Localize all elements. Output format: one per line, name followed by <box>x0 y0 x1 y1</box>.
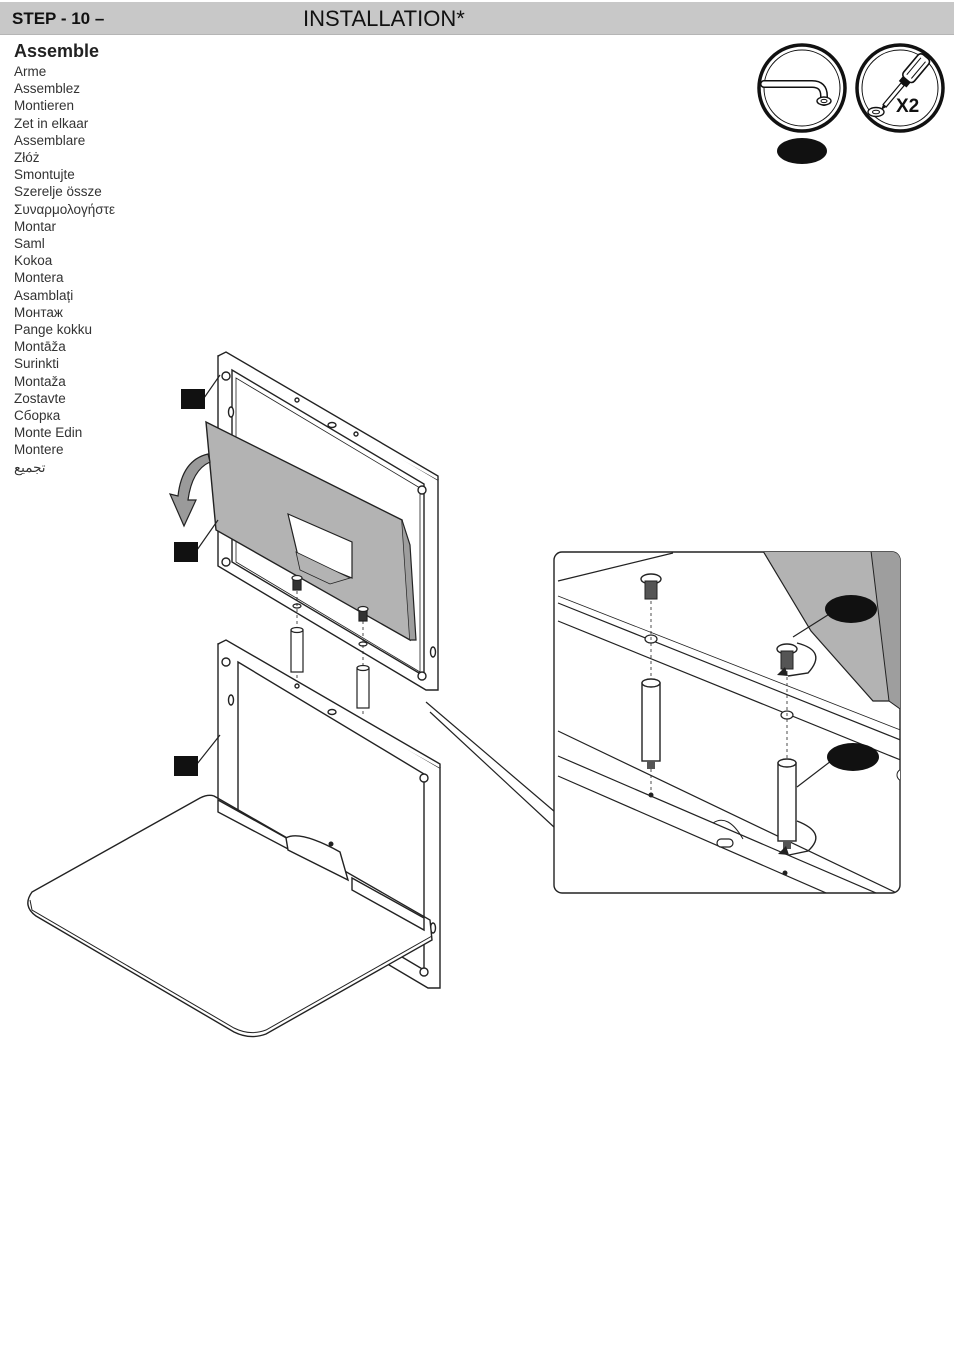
allen-key-icon <box>757 43 847 133</box>
list-item: Монтаж <box>14 304 63 320</box>
list-item: Arme <box>14 64 47 79</box>
list-item: Montera <box>14 270 64 286</box>
list-item: Montar <box>14 218 57 234</box>
list-item: Assemblez <box>14 81 81 97</box>
list-item: Montieren <box>14 98 75 114</box>
callout-oval <box>827 743 879 771</box>
list-item: Сборка <box>14 408 61 424</box>
quantity-label: X2 <box>896 96 920 117</box>
assembly-illustration <box>27 351 556 1038</box>
screwdriver-icon <box>855 43 945 133</box>
list-item: Monte Edin <box>14 425 83 441</box>
step-label: STEP - 10 – <box>12 9 105 28</box>
section-title: INSTALLATION* <box>303 6 465 31</box>
translation-list: Arme Assemblez Montieren Zet in elkaar A… <box>14 63 115 476</box>
assemble-heading: Assemble <box>14 41 100 61</box>
list-item: Montere <box>14 442 64 458</box>
detail-inset <box>553 551 901 894</box>
list-item: Pange kokku <box>14 322 93 338</box>
callout-box-a <box>181 389 205 409</box>
list-item: Zet in elkaar <box>14 115 89 131</box>
tool-icons <box>757 43 945 164</box>
callout-box-c <box>174 756 198 776</box>
list-item: Συναρμολογήστε <box>14 201 115 217</box>
list-item: Kokoa <box>14 253 53 269</box>
list-item: Montaža <box>14 373 66 389</box>
list-item: Saml <box>14 236 45 252</box>
list-item: Szerelje össze <box>14 184 102 200</box>
shelf-board <box>27 794 433 1038</box>
list-item: Smontujte <box>14 167 75 183</box>
callout-box-b <box>174 542 198 562</box>
list-item: Zostavte <box>14 390 66 406</box>
grey-panel <box>205 420 417 642</box>
list-item: Assemblare <box>14 132 86 148</box>
screw-spacer-set <box>290 574 370 715</box>
list-item: Surinkti <box>14 356 60 372</box>
rotate-arrow-icon <box>168 453 211 528</box>
list-item: Montāža <box>14 339 66 355</box>
header-bar: STEP - 10 – INSTALLATION* <box>0 2 954 35</box>
callout-oval <box>825 595 877 623</box>
list-item: Złóż <box>14 150 40 166</box>
list-item: Asamblați <box>14 287 74 303</box>
list-item: تجميع <box>14 459 46 475</box>
callout-oval <box>777 138 827 164</box>
